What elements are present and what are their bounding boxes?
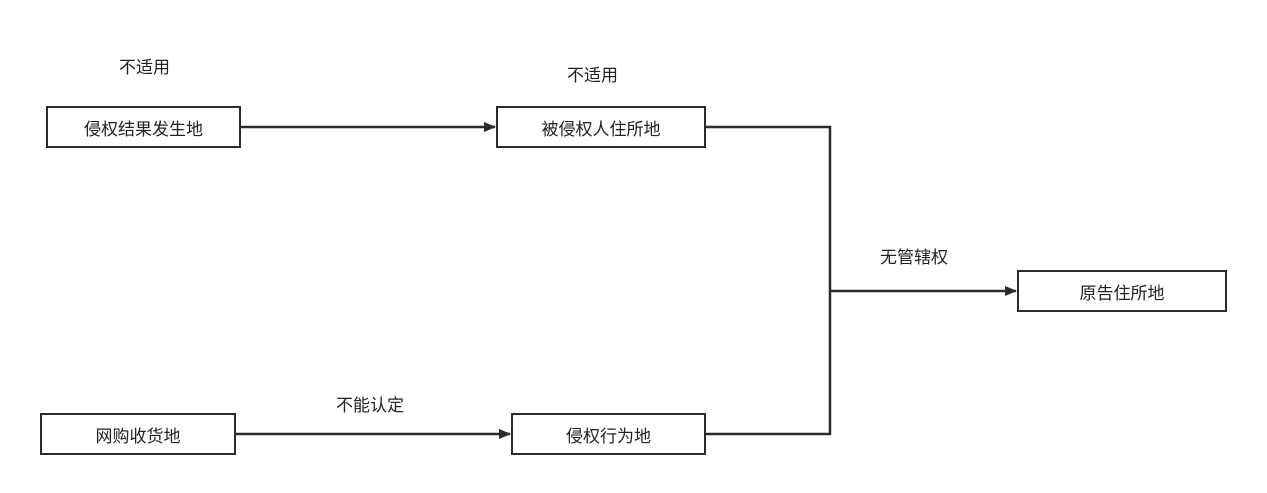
node-online-shopping-delivery-place[interactable]: 网购收货地: [40, 413, 236, 455]
connector-act-to-junction: [706, 291, 832, 436]
connector-domicile-to-junction: [706, 125, 832, 291]
node-online-shopping-delivery-place-label: 网购收货地: [95, 426, 181, 447]
node-infringement-act-place[interactable]: 侵权行为地: [511, 413, 706, 455]
node-infringement-result-place-label: 侵权结果发生地: [84, 119, 203, 140]
node-defendant-domicile-label: 被侵权人住所地: [541, 119, 661, 140]
label-no-jurisdiction: 无管辖权: [880, 248, 948, 268]
label-not-applicable-2: 不适用: [567, 66, 618, 86]
label-not-applicable-1: 不适用: [119, 58, 170, 78]
node-infringement-act-place-label: 侵权行为地: [566, 426, 651, 447]
node-infringement-result-place[interactable]: 侵权结果发生地: [46, 106, 241, 148]
node-defendant-domicile[interactable]: 被侵权人住所地: [496, 106, 706, 148]
label-cannot-determine: 不能认定: [336, 396, 404, 416]
node-plaintiff-domicile[interactable]: 原告住所地: [1017, 270, 1227, 312]
node-plaintiff-domicile-label: 原告住所地: [1079, 283, 1165, 304]
